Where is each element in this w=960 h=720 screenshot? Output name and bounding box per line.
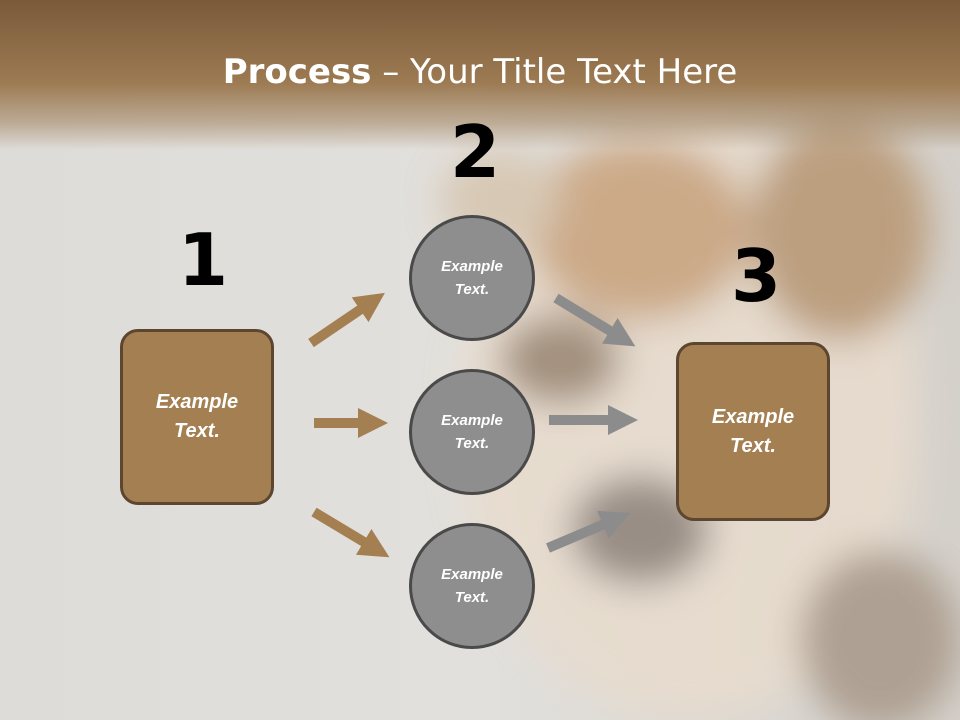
circle-top[interactable]: Example Text. <box>409 215 535 341</box>
arrow-left-to-bottom <box>311 507 390 558</box>
arrow-left-to-top <box>308 292 385 348</box>
arrow-bottom-to-right <box>546 510 631 553</box>
circle-bottom-label: Example Text. <box>441 566 503 606</box>
step-number-1: 1 <box>178 218 229 302</box>
circle-bottom[interactable]: Example Text. <box>409 523 535 649</box>
circle-middle-label: Example Text. <box>441 412 503 452</box>
title-bold: Process <box>222 52 372 92</box>
right-box[interactable]: Example Text. <box>676 342 830 521</box>
arrow-top-to-right <box>553 293 636 347</box>
right-box-label: Example Text. <box>711 405 795 457</box>
step-number-2: 2 <box>450 110 501 194</box>
step-number-3: 3 <box>731 234 782 318</box>
page-title: Process – Your Title Text Here <box>0 52 960 92</box>
circle-top-label: Example Text. <box>441 258 503 298</box>
left-box[interactable]: Example Text. <box>120 329 274 505</box>
title-rest: – Your Title Text Here <box>371 52 738 92</box>
circle-middle[interactable]: Example Text. <box>409 369 535 495</box>
header-band <box>0 0 960 150</box>
left-box-label: Example Text. <box>155 391 239 442</box>
